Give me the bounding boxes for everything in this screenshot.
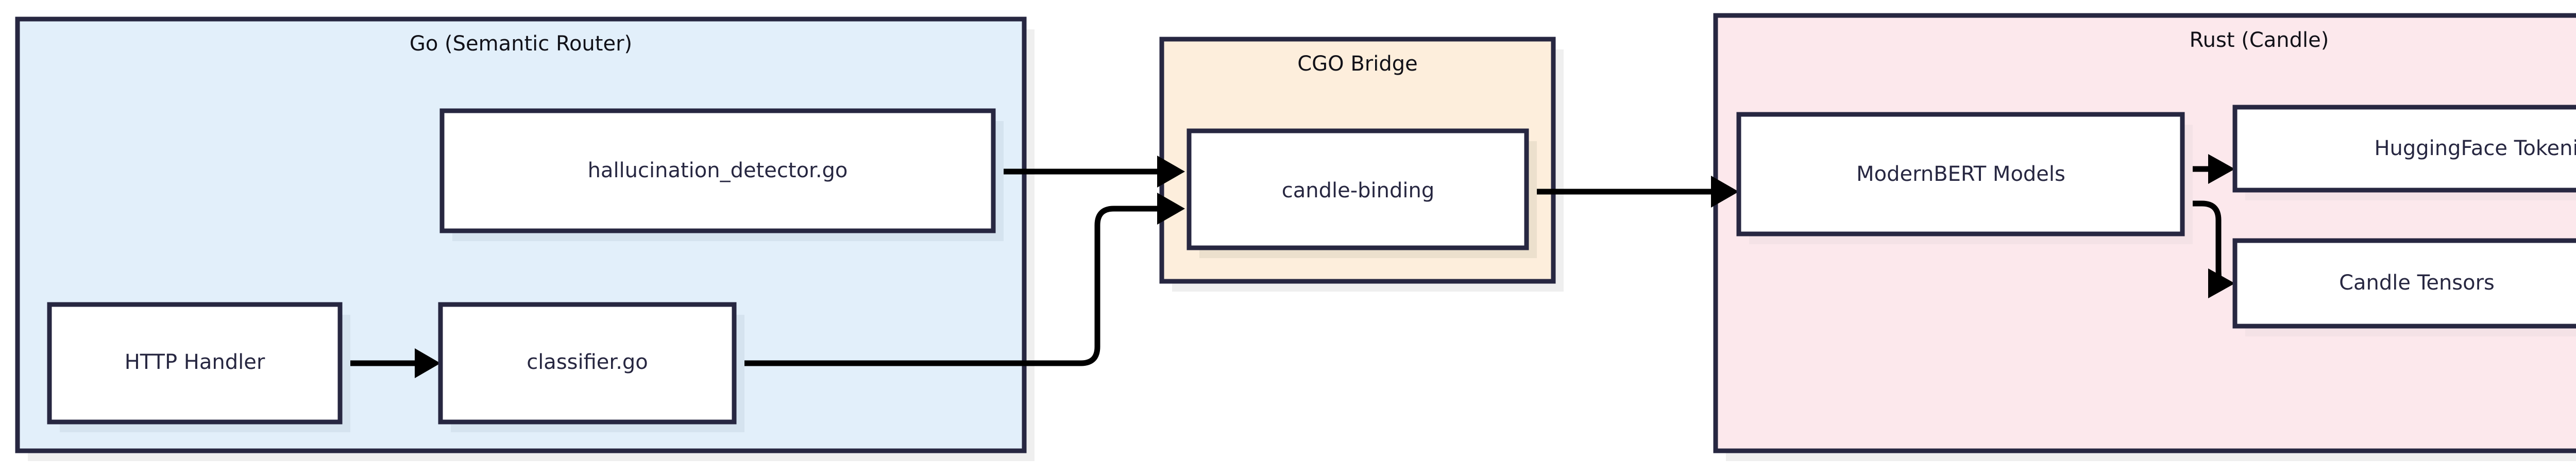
node-label: candle-binding <box>1282 179 1435 202</box>
arrowhead-icon <box>1157 156 1185 188</box>
node-modernbert-models[interactable]: ModernBERT Models <box>1736 112 2193 244</box>
node-label: Candle Tensors <box>2339 271 2495 295</box>
edge-modernbert-to-candle-tensors <box>2182 200 2235 298</box>
node-rect[interactable] <box>438 302 737 425</box>
cluster-rust-title: Rust (Candle) <box>2190 28 2329 52</box>
edge-line <box>734 206 1170 366</box>
cluster-cgo-title: CGO Bridge <box>1297 52 1418 76</box>
node-hallucination-detector[interactable]: hallucination_detector.go <box>439 108 1004 241</box>
arrowhead-icon <box>2208 154 2235 184</box>
arrowhead-icon <box>415 348 440 378</box>
node-rect[interactable] <box>439 108 996 233</box>
node-label: HuggingFace Tokenizers <box>2374 137 2576 160</box>
node-candle-tensors[interactable]: Candle Tensors <box>2232 238 2576 336</box>
cluster-go-title: Go (Semantic Router) <box>410 32 632 56</box>
edge-candle-binding-to-modernbert <box>1527 176 1739 208</box>
node-rect[interactable] <box>1736 112 2185 236</box>
edge-classifier-to-candle-binding <box>734 193 1185 366</box>
node-label: hallucination_detector.go <box>588 159 848 182</box>
node-candle-binding[interactable]: candle-binding <box>1187 128 1537 258</box>
node-label: ModernBERT Models <box>1856 162 2065 186</box>
edge-http-handler-to-classifier <box>340 348 440 378</box>
arrowhead-icon <box>2208 268 2235 298</box>
node-classifier[interactable]: classifier.go <box>438 302 744 432</box>
node-rect[interactable] <box>2232 105 2576 193</box>
node-label: classifier.go <box>527 350 648 374</box>
node-rect[interactable] <box>1187 128 1529 250</box>
edge-hallucination-detector-to-candle-binding <box>993 156 1185 188</box>
node-rect[interactable] <box>47 302 343 425</box>
node-label: HTTP Handler <box>125 350 265 374</box>
arrowhead-icon <box>1711 176 1739 208</box>
node-http-handler[interactable]: HTTP Handler <box>47 302 350 432</box>
node-huggingface-tokenizers[interactable]: HuggingFace Tokenizers <box>2232 105 2576 200</box>
arrowhead-icon <box>1157 193 1185 225</box>
node-rect[interactable] <box>2232 238 2576 329</box>
